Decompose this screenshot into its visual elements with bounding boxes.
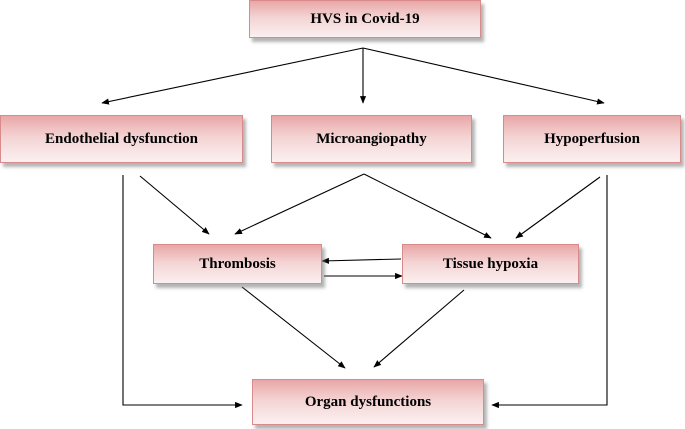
node-hypoperfusion: Hypoperfusion [503, 115, 681, 163]
edge-hypoxia-organ [373, 289, 465, 368]
edge-microangiopathy-hypoxia [363, 173, 492, 239]
edge-microangiopathy-thrombosis [234, 173, 365, 235]
edge-endothelial-thrombosis [139, 175, 210, 235]
edge-thrombosis-organ [241, 286, 346, 369]
node-hvs-covid19: HVS in Covid-19 [249, 0, 481, 38]
node-tissue-hypoxia: Tissue hypoxia [402, 244, 579, 284]
edge-root-endothelial [101, 47, 364, 105]
edge-hypoxia-thrombosis [321, 257, 402, 264]
edge-hypoperfusion-hypoxia [515, 176, 601, 239]
edge-hypoperfusion-organ [491, 175, 608, 409]
node-thrombosis: Thrombosis [153, 244, 322, 284]
node-endothelial-dysfunction: Endothelial dysfunction [0, 115, 243, 163]
edge-root-hypoperfusion [362, 47, 605, 105]
node-microangiopathy: Microangiopathy [271, 115, 472, 163]
node-organ-dysfunctions: Organ dysfunctions [252, 379, 484, 425]
edge-endothelial-organ [122, 175, 243, 409]
